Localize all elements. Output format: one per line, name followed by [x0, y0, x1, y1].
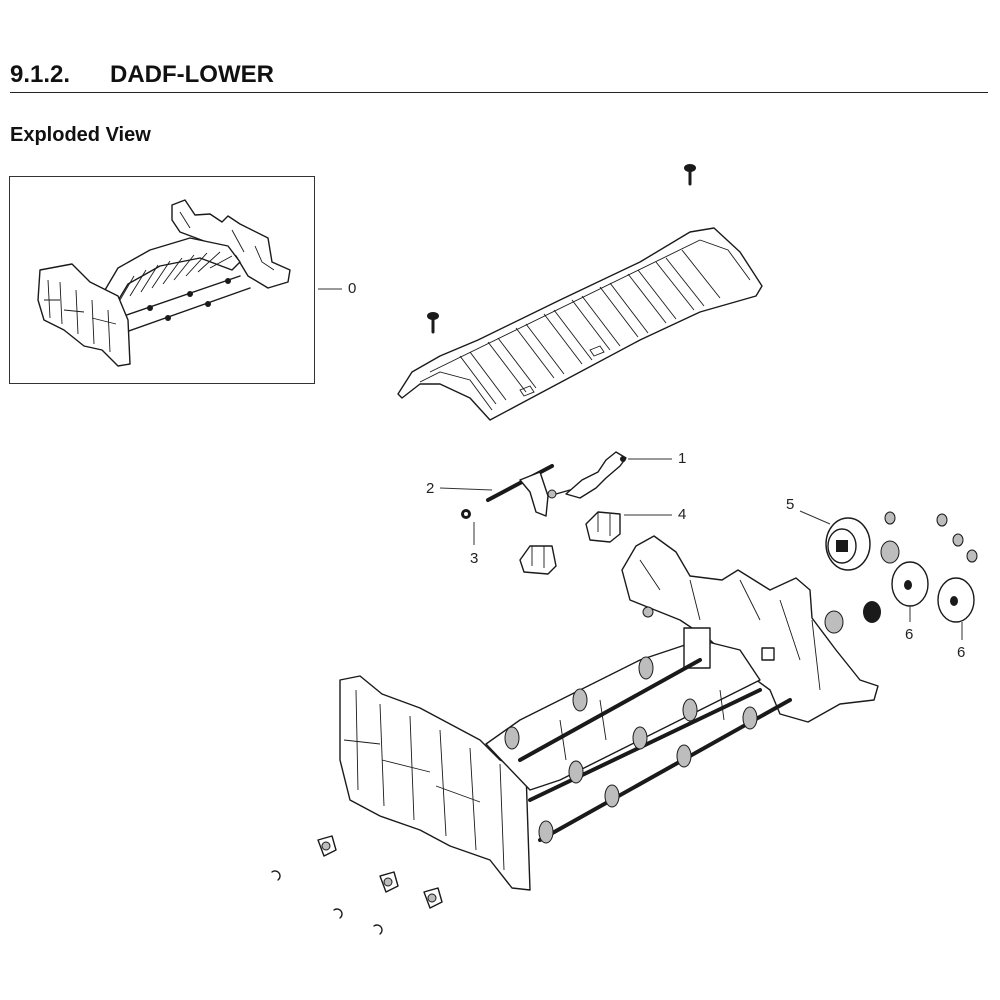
upper-guide-cover	[397, 227, 763, 421]
screw-top	[684, 164, 696, 186]
e-ring-lower-b	[333, 908, 343, 919]
part-4-sensor	[585, 511, 621, 543]
part-6-gear-a	[891, 561, 929, 607]
pinion	[824, 601, 881, 634]
section-number: 9.1.2.	[10, 61, 71, 88]
callout-2: 2	[426, 480, 435, 497]
bushing-c	[423, 887, 443, 909]
inset-assembly-illustration	[37, 199, 291, 367]
part-2-actuator-shaft	[486, 464, 557, 517]
part-3-spring	[461, 509, 471, 519]
callout-0: 0	[348, 280, 357, 297]
screw-left	[427, 312, 439, 334]
main-lower-frame	[339, 535, 879, 891]
assembly-inset-box	[9, 176, 315, 384]
e-ring-lower-a	[271, 870, 281, 881]
callout-3: 3	[470, 550, 479, 567]
callout-4: 4	[678, 506, 687, 523]
e-ring-lower-c	[373, 924, 383, 935]
part-6-gear-b	[937, 577, 975, 623]
section-heading: 9.1.2. DADF-LOWER	[10, 58, 988, 93]
callout-1: 1	[678, 450, 687, 467]
callout-6b: 6	[957, 644, 966, 661]
part-5-gear	[825, 517, 871, 571]
callout-5: 5	[786, 496, 795, 513]
part-1-lever	[555, 451, 627, 499]
bushing-a	[317, 835, 337, 857]
sensor-2	[519, 545, 557, 575]
e-rings-right	[880, 511, 978, 564]
bushing-b	[379, 871, 399, 893]
callout-6a: 6	[905, 626, 914, 643]
exploded-view-subtitle: Exploded View	[10, 124, 151, 146]
section-title: DADF-LOWER	[110, 61, 274, 88]
